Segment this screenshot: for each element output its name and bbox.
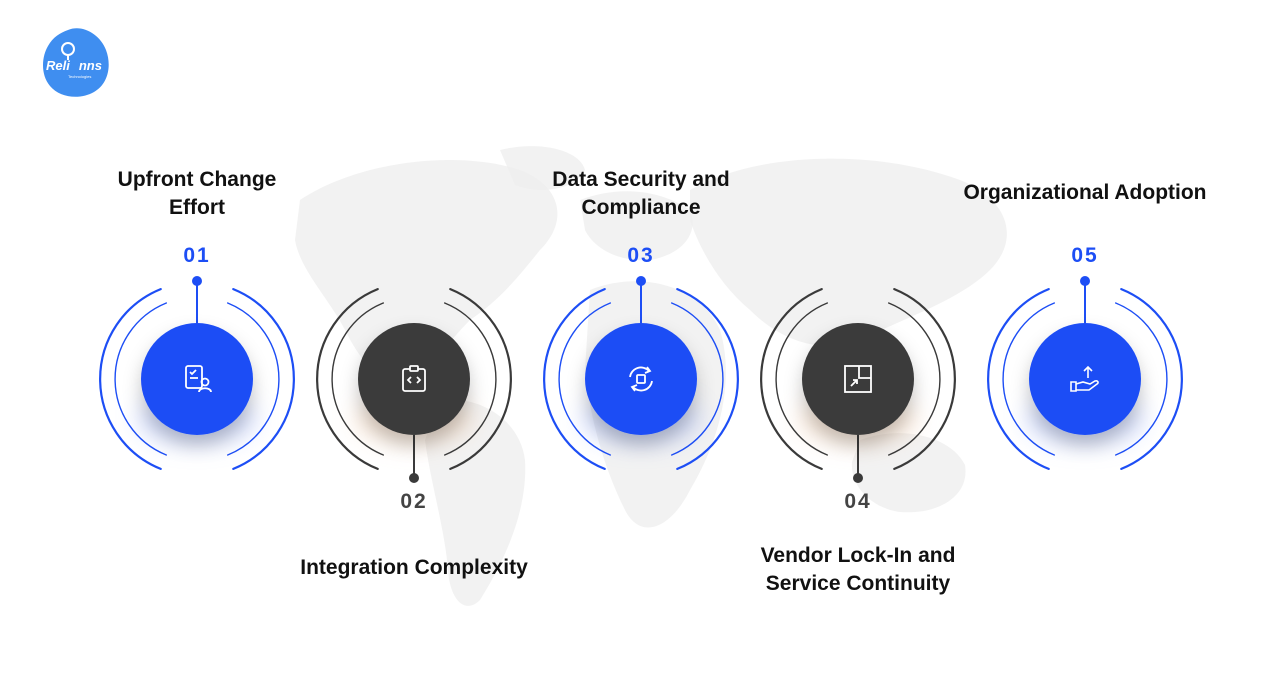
ring-arc-right: [1120, 288, 1183, 470]
ring-arc-right: [671, 302, 724, 456]
logo-name: Reli: [46, 58, 70, 73]
map-europe: [580, 191, 693, 261]
map-australia: [851, 433, 966, 513]
step-label: Organizational Adoption: [963, 181, 1207, 204]
ring-arc-left: [114, 302, 167, 456]
step-circle: [802, 323, 914, 435]
checklist-user-icon: [185, 365, 212, 393]
ring-arc-right: [444, 302, 497, 456]
step-05: [987, 276, 1183, 470]
connector-dot: [853, 473, 863, 483]
step-number: 02: [400, 490, 428, 513]
step-label: Upfront Change Effort: [117, 168, 277, 219]
step-label: Integration Complexity: [300, 556, 528, 579]
step-02: [316, 288, 512, 483]
ring-arc-left: [316, 288, 379, 470]
logo-blob-icon: [43, 28, 109, 97]
ring-arc-right: [893, 288, 956, 470]
map-south-america: [425, 399, 526, 606]
ring-arc-left: [1002, 302, 1055, 456]
map-asia: [690, 158, 1007, 346]
step-number: 04: [844, 490, 872, 513]
connector-dot: [192, 276, 202, 286]
step-circle: [1029, 323, 1141, 435]
ring-arc-left: [99, 288, 162, 470]
ring-arc-left: [760, 288, 823, 470]
hand-upload-icon: [1070, 365, 1099, 392]
ring-arc-right: [1115, 302, 1168, 456]
ring-arc-left: [558, 302, 611, 456]
step-number: 05: [1071, 244, 1099, 267]
expand-arrow-icon: [844, 365, 872, 393]
ring-arc-right: [449, 288, 512, 470]
code-clipboard-icon: [402, 365, 426, 392]
ring-arc-left: [543, 288, 606, 470]
connector-dot: [409, 473, 419, 483]
ring-arc-right: [232, 288, 295, 470]
step-label: Data Security and Compliance: [552, 168, 730, 219]
step-circle: [141, 323, 253, 435]
ring-arc-right: [676, 288, 739, 470]
ring-arc-left: [987, 288, 1050, 470]
step-number: 03: [627, 244, 655, 267]
connector-dot: [1080, 276, 1090, 286]
step-circle: [358, 323, 470, 435]
ring-arc-left: [331, 302, 384, 456]
ring-arc-right: [227, 302, 280, 456]
step-circle: [585, 323, 697, 435]
step-04: [760, 288, 956, 483]
logo-tagline: Technologies: [68, 74, 92, 79]
map-greenland: [500, 146, 585, 190]
ring-arc-right: [888, 302, 941, 456]
sync-cycle-icon: [629, 366, 653, 392]
ring-arc-left: [775, 302, 828, 456]
map-north-america: [295, 160, 558, 381]
logo-name-part2: nns: [78, 58, 102, 73]
connector-dot: [636, 276, 646, 286]
step-number: 01: [183, 244, 211, 267]
step-label: Vendor Lock-In and Service Continuity: [760, 544, 956, 595]
step-03: [543, 276, 739, 470]
step-01: [99, 276, 295, 470]
